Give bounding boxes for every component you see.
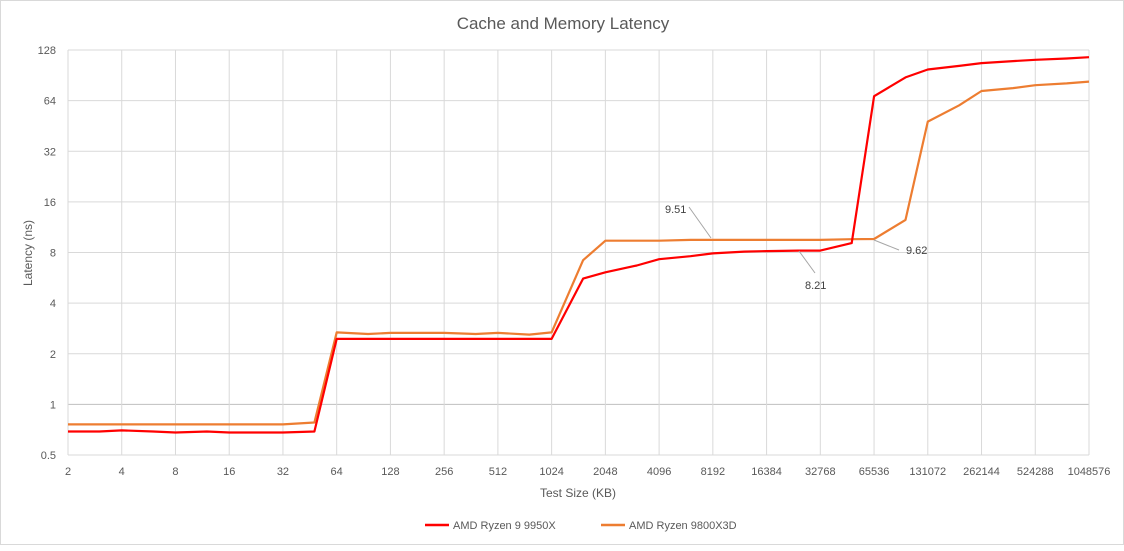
y-tick-label: 128: [38, 45, 56, 57]
y-tick-label: 2: [50, 349, 56, 361]
series-lines: [68, 56, 1090, 434]
x-tick-label: 512: [489, 466, 507, 478]
series-line: [68, 80, 1090, 426]
x-tick-label: 2: [65, 466, 71, 478]
chart-title: Cache and Memory Latency: [457, 14, 670, 33]
y-tick-label: 8: [50, 248, 56, 260]
x-tick-label: 131072: [909, 466, 946, 478]
legend-label: AMD Ryzen 9800X3D: [629, 520, 737, 532]
x-tick-label: 8192: [701, 466, 725, 478]
x-tick-label: 4: [119, 466, 125, 478]
x-tick-label: 64: [331, 466, 343, 478]
x-tick-label: 524288: [1017, 466, 1054, 478]
x-tick-label: 32: [277, 466, 289, 478]
data-labels: 9.51 8.21 9.62: [665, 204, 927, 292]
leader-line: [688, 206, 712, 239]
x-tick-label: 128: [381, 466, 399, 478]
x-tick-label: 1048576: [1068, 466, 1111, 478]
x-axis-label: Test Size (KB): [540, 486, 616, 500]
y-tick-label: 64: [44, 96, 56, 108]
y-tick-label: 16: [44, 197, 56, 209]
x-axis-ticks: 2 4 8 16 32 64 128 256 512 1024 2048 4096 8192 16384 3…: [65, 466, 1110, 478]
x-tick-label: 65536: [859, 466, 890, 478]
legend: AMD Ryzen 9 9950X AMD Ryzen 9800X3D: [425, 520, 737, 532]
data-label: 9.51: [665, 204, 686, 216]
y-tick-label: 0.5: [41, 450, 56, 462]
data-label: 8.21: [805, 280, 826, 292]
x-tick-label: 1024: [539, 466, 563, 478]
y-tick-label: 1: [50, 399, 56, 411]
x-tick-label: 32768: [805, 466, 836, 478]
x-tick-label: 16: [223, 466, 235, 478]
legend-label: AMD Ryzen 9 9950X: [453, 520, 556, 532]
leader-line: [873, 239, 900, 251]
x-tick-label: 262144: [963, 466, 1000, 478]
leader-line: [798, 250, 816, 274]
x-tick-label: 2048: [593, 466, 617, 478]
y-axis-ticks: 0.5 1 2 4 8 16 32 64 128: [38, 45, 56, 462]
series-line: [68, 56, 1090, 434]
data-label: 9.62: [906, 245, 927, 257]
x-tick-label: 4096: [647, 466, 671, 478]
gridlines: [67, 49, 1090, 456]
x-tick-label: 8: [172, 466, 178, 478]
y-tick-label: 4: [50, 298, 56, 310]
y-tick-label: 32: [44, 146, 56, 158]
x-tick-label: 16384: [751, 466, 782, 478]
x-tick-label: 256: [435, 466, 453, 478]
y-axis-label: Latency (ns): [21, 220, 35, 286]
